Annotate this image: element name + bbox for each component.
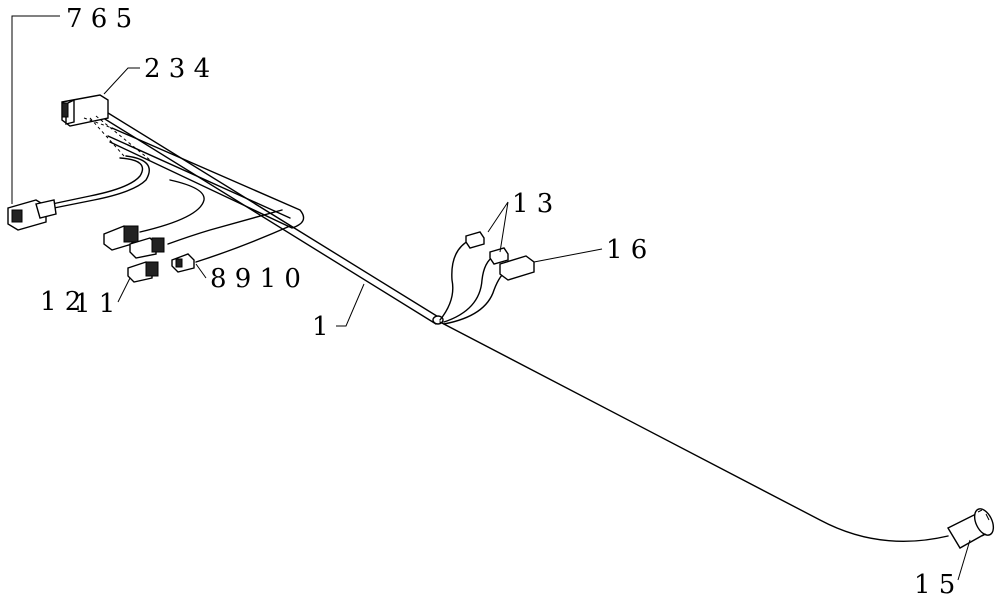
label-11: 1 1 xyxy=(74,289,115,319)
connector-15 xyxy=(947,508,995,549)
connector-16 xyxy=(443,255,535,325)
label-8910: 8 9 1 0 xyxy=(210,264,301,294)
leader-lines xyxy=(11,15,971,581)
label-16: 1 6 xyxy=(606,235,647,265)
label-12: 1 2 xyxy=(40,287,81,317)
label-13: 1 3 xyxy=(512,189,553,219)
connector-13a xyxy=(465,231,485,249)
connector-13b xyxy=(489,247,509,265)
cable-to-connector-15 xyxy=(439,321,949,543)
label-765: 7 6 5 xyxy=(66,4,132,34)
connector-11b xyxy=(129,237,157,259)
label-234: 2 3 4 xyxy=(144,54,210,84)
label-15: 1 5 xyxy=(914,570,955,600)
connector-234 xyxy=(61,94,151,161)
connector-765 xyxy=(7,155,150,231)
connector-8910 xyxy=(167,209,291,273)
label-1: 1 xyxy=(312,312,329,342)
connectors-13 xyxy=(439,231,509,323)
connectors-12-11 xyxy=(103,179,205,283)
